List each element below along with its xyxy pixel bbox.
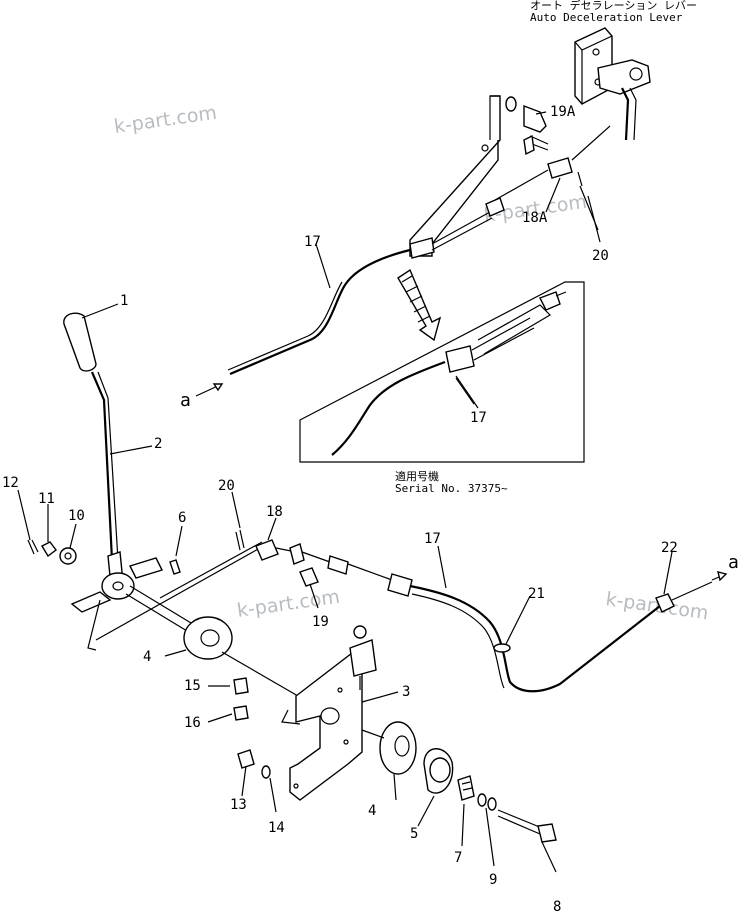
lever-knob bbox=[63, 312, 97, 372]
washer-4-right bbox=[379, 721, 417, 775]
callout-20-upper: 20 bbox=[592, 248, 609, 264]
pin-clip bbox=[577, 171, 583, 187]
plate-3 bbox=[289, 625, 377, 801]
callout-2: 2 bbox=[154, 436, 162, 452]
bolt-13 bbox=[237, 749, 255, 769]
callout-a-left: a bbox=[180, 390, 191, 411]
callout-9: 9 bbox=[489, 872, 497, 888]
leader-lines bbox=[17, 111, 673, 873]
callout-11: 11 bbox=[38, 491, 55, 507]
washer-14 bbox=[261, 765, 271, 779]
bolt-19a bbox=[523, 104, 549, 156]
washer bbox=[505, 96, 517, 112]
callout-12: 12 bbox=[2, 475, 19, 491]
callout-22: 22 bbox=[661, 540, 678, 556]
callout-4-left: 4 bbox=[143, 649, 151, 665]
watermark: k-part.com bbox=[113, 102, 219, 138]
cable-bracket bbox=[409, 95, 501, 257]
callout-10: 10 bbox=[68, 508, 85, 524]
clip-20 bbox=[235, 529, 245, 551]
callout-16: 16 bbox=[184, 715, 201, 731]
callout-19a: 19A bbox=[550, 104, 576, 120]
clip-12 bbox=[27, 539, 39, 555]
title-jp: オート デセラレーション レバー bbox=[530, 0, 697, 12]
clamp-21 bbox=[493, 643, 511, 653]
pin-6 bbox=[169, 559, 181, 575]
nut-22 bbox=[655, 593, 675, 613]
callout-18a: 18A bbox=[522, 210, 548, 226]
callout-14: 14 bbox=[268, 820, 285, 836]
callout-18: 18 bbox=[266, 504, 283, 520]
callout-1: 1 bbox=[120, 293, 128, 309]
cable-17-upper bbox=[227, 197, 505, 376]
callout-3: 3 bbox=[402, 684, 410, 700]
washer-10 bbox=[59, 547, 77, 565]
callout-15: 15 bbox=[184, 678, 201, 694]
callout-21: 21 bbox=[528, 586, 545, 602]
callout-17-lower: 17 bbox=[424, 531, 441, 547]
callout-6: 6 bbox=[178, 510, 186, 526]
callout-a-right: a bbox=[728, 552, 739, 573]
callout-13: 13 bbox=[230, 797, 247, 813]
callout-4-right: 4 bbox=[368, 803, 376, 819]
lever-bracket bbox=[70, 551, 163, 651]
title-en: Auto Deceleration Lever bbox=[530, 11, 683, 24]
lever-rod bbox=[90, 371, 119, 561]
connector-18a bbox=[547, 157, 573, 179]
inset-serial-en: Serial No. 37375~ bbox=[395, 482, 508, 495]
callout-7: 7 bbox=[454, 850, 462, 866]
bolt-8 bbox=[497, 809, 543, 835]
inset-serial-jp: 適用号機 bbox=[395, 469, 439, 483]
bolt-19 bbox=[299, 567, 319, 587]
callout-8: 8 bbox=[553, 899, 561, 913]
connector-18 bbox=[255, 539, 279, 561]
callout-19: 19 bbox=[312, 614, 329, 630]
inset-box bbox=[299, 281, 585, 463]
lever-shaft bbox=[125, 585, 197, 635]
nut-11 bbox=[41, 541, 57, 558]
disk-5 bbox=[423, 748, 454, 794]
bolt-15 bbox=[233, 677, 249, 695]
washer-9 bbox=[477, 793, 487, 807]
inset-arrow bbox=[397, 268, 442, 342]
washer-4-left bbox=[183, 616, 233, 660]
auto-deceleration-lever bbox=[574, 27, 651, 141]
callout-20-lower: 20 bbox=[218, 478, 235, 494]
nut-16 bbox=[233, 705, 249, 721]
callout-17-top: 17 bbox=[304, 234, 321, 250]
watermark: k-part.com bbox=[604, 588, 710, 624]
callout-17-inset: 17 bbox=[470, 410, 487, 426]
callout-5: 5 bbox=[410, 826, 418, 842]
